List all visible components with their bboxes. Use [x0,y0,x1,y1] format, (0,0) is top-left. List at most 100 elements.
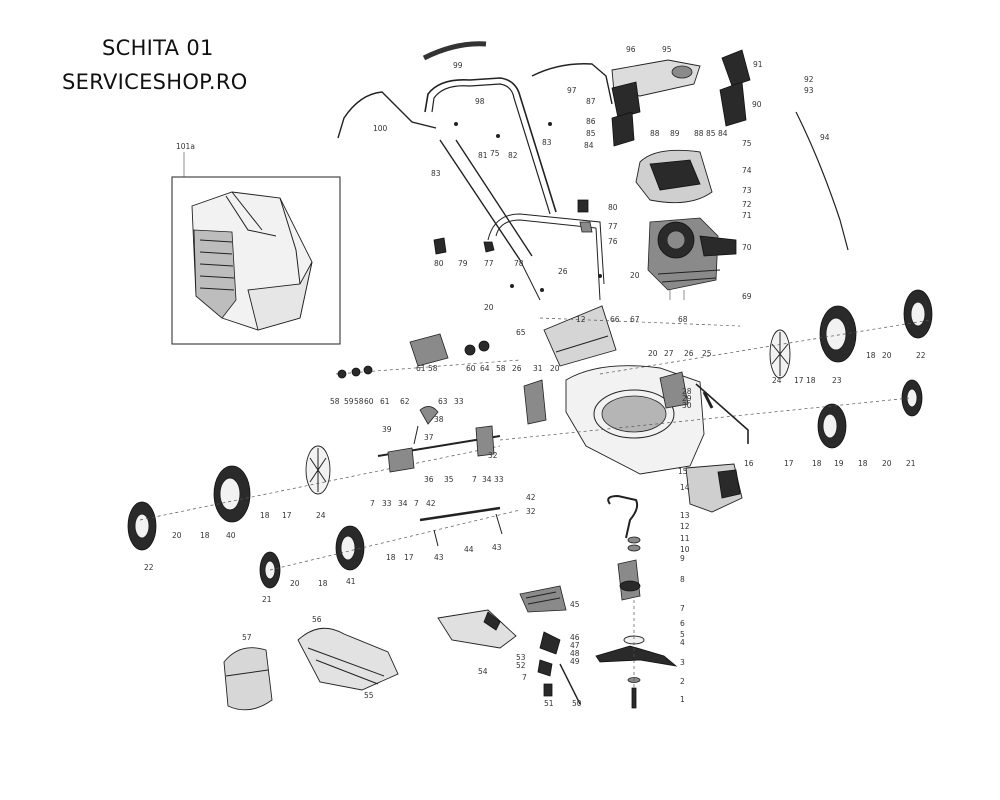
rear-height-lever [695,383,749,444]
callout-18-left-d: 18 [318,579,328,588]
callout-24-right: 24 [772,376,782,385]
callout-96: 96 [626,45,636,54]
callout-88-left: 88 [650,129,660,138]
callout-22-right: 22 [916,351,926,360]
handle-grip-top [422,41,487,61]
callout-45: 45 [570,600,580,609]
callout-92: 92 [804,75,814,84]
callout-18-left-c: 18 [386,553,396,562]
callout-51: 51 [544,699,554,708]
callout-34-left: 34 [398,499,408,508]
callout-18-left-b: 18 [200,531,210,540]
wheels [127,289,933,589]
callout-26-handle: 26 [558,267,568,276]
callout-21-right: 21 [906,459,916,468]
callout-18-left-a: 18 [260,511,270,520]
callout-75-handle: 75 [490,149,500,158]
callout-28: 28 [682,387,692,396]
callout-18-right-bottom-b: 18 [858,459,868,468]
engine-assembly [611,49,849,300]
deflector [519,585,567,613]
callout-2: 2 [680,677,685,686]
callout-60-top: 60 [466,364,476,373]
rear-flap [543,305,617,367]
callout-20-left-b: 20 [290,579,300,588]
callout-63: 63 [438,397,448,406]
bail-bar [337,91,437,139]
callout-21-left: 21 [262,595,272,604]
callout-35: 35 [444,475,454,484]
gearbox [409,333,449,367]
callout-73: 73 [742,186,752,195]
callout-34-mid: 34 [482,475,492,484]
callout-69: 69 [742,292,752,301]
callout-24-left: 24 [316,511,326,520]
wheel-24-left [305,445,331,495]
callout-25: 25 [702,349,712,358]
callout-83-right: 83 [542,138,552,147]
blade [595,645,678,667]
callout-1: 1 [680,695,685,704]
grass-bag-frame [297,627,399,691]
callout-8: 8 [680,575,685,584]
callout-68: 68 [678,315,688,324]
callout-60-bottom: 60 [364,397,374,406]
handle-assembly [337,41,613,301]
callout-36: 36 [424,475,434,484]
callout-4: 4 [680,638,685,647]
callout-74: 74 [742,166,752,175]
callout-6: 6 [680,619,685,628]
callout-77-right: 77 [608,222,618,231]
callout-64: 64 [480,364,490,373]
callout-94: 94 [820,133,830,142]
callout-77-left: 77 [484,259,494,268]
callout-41: 41 [346,577,356,586]
callout-3: 3 [680,658,685,667]
callout-11: 11 [680,534,690,543]
drive-lever [419,406,439,425]
callout-38: 38 [434,415,444,424]
callout-56: 56 [312,615,322,624]
callout-90: 90 [752,100,762,109]
callout-17-right-bottom: 17 [784,459,794,468]
callout-58-bottom-a: 58 [330,397,340,406]
gearbox-assembly [337,333,749,705]
blade-adapter [617,559,641,601]
callout-30: 30 [682,401,692,410]
wheel-19 [817,403,847,449]
callout-70: 70 [742,243,752,252]
callout-20-handle-right: 20 [630,271,640,280]
callout-59: 59 [344,397,354,406]
callout-32-bottom: 32 [526,507,536,516]
callout-12-top: 12 [576,315,586,324]
callout-89: 89 [670,129,680,138]
wheel-41 [335,525,365,571]
callout-9: 9 [680,554,685,563]
callout-53: 53 [516,653,526,662]
callout-17-left-b: 17 [404,553,414,562]
callout-18-right-top-a: 18 [806,376,816,385]
callout-44: 44 [464,545,474,554]
callout-31: 31 [533,364,543,373]
wheel-front-right-hubcap [769,329,791,379]
callout-86: 86 [586,117,596,126]
callout-57: 57 [242,633,252,642]
callout-22-left: 22 [144,563,154,572]
callout-79: 79 [458,259,468,268]
callout-71: 71 [742,211,752,220]
callout-48: 48 [570,649,580,658]
callout-20-deck-right: 20 [648,349,658,358]
callout-26-deck: 26 [684,349,694,358]
callout-84-right: 84 [718,129,728,138]
throttle-cable [795,111,849,251]
hubcap-22-top [903,289,933,339]
callout-20-handle-left: 20 [484,303,494,312]
callout-43-a: 43 [434,553,444,562]
callout-29: 29 [682,394,692,403]
shop-name: SERVICESHOP.RO [62,70,248,94]
callout-88-right: 88 [694,129,704,138]
callout-7-mid-b: 7 [414,499,419,508]
callout-18-right-bottom-a: 18 [812,459,822,468]
callout-33-mid: 33 [494,475,504,484]
